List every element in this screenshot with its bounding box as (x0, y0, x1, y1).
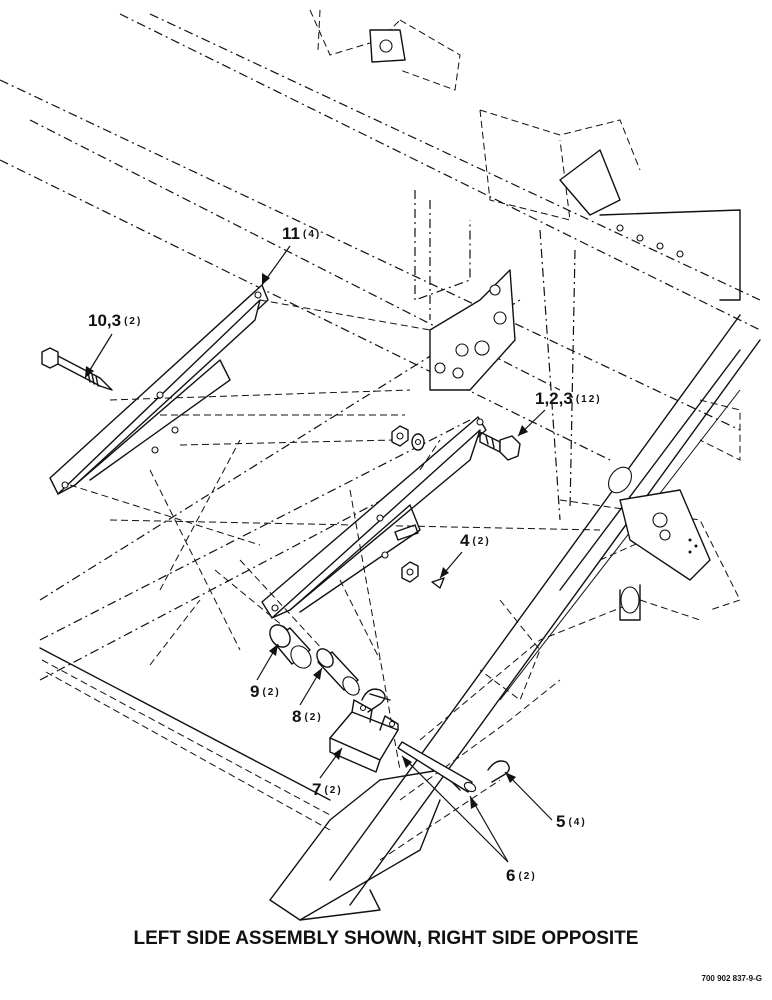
callout-5-qty: (4) (568, 817, 586, 828)
callout-6: 6 (2) (401, 755, 536, 885)
callout-8-qty: (2) (304, 712, 322, 723)
callout-10-3: 10,3 (2) (84, 311, 142, 379)
callout-11-qty: (4) (303, 229, 321, 240)
callout-5: 5 (4) (504, 771, 586, 831)
callout-4-qty: (2) (472, 536, 490, 547)
right-mount-plate (619, 489, 711, 581)
part-1-bolt (479, 431, 521, 461)
callout-7-label: 7 (312, 780, 321, 799)
callout-4-label: 4 (460, 531, 470, 550)
callout-1-2-3: 1,2,3 (12) (517, 389, 602, 437)
callout-6-label: 6 (506, 866, 515, 885)
part-10-long-bolt (41, 347, 113, 391)
callout-10-label: 10,3 (88, 311, 121, 330)
part-6-pin (397, 741, 477, 793)
part-7-u-bracket (329, 699, 399, 773)
main-side-beam (329, 314, 761, 906)
part-11-bracket-left (49, 284, 269, 495)
callout-4: 4 (2) (439, 531, 490, 579)
callout-11-label: 11 (282, 224, 300, 243)
drawing-number: 700 902 837-9-G (701, 974, 763, 983)
part-8-spacer (316, 648, 360, 696)
callout-6-qty: (2) (518, 871, 536, 882)
upper-bracket (369, 29, 741, 301)
callout-8-label: 8 (292, 707, 301, 726)
callout-1-qty: (12) (576, 394, 602, 405)
callout-11: 11 (4) (261, 224, 321, 286)
part-4-clip (431, 577, 445, 589)
callout-5-label: 5 (556, 812, 565, 831)
nuts-and-washers (391, 425, 425, 583)
callout-8: 8 (2) (292, 667, 323, 726)
part-11-bracket-right (261, 416, 487, 619)
callout-1-label: 1,2,3 (535, 389, 573, 408)
callout-9-qty: (2) (262, 687, 280, 698)
part-9-bushing (269, 624, 312, 669)
cotter-pin (361, 688, 510, 783)
callout-7: 7 (2) (312, 747, 343, 799)
callout-7-qty: (2) (324, 785, 342, 796)
callout-10-qty: (2) (124, 316, 142, 327)
callout-9: 9 (2) (250, 643, 280, 701)
diagram-caption: LEFT SIDE ASSEMBLY SHOWN, RIGHT SIDE OPP… (133, 928, 639, 949)
callout-9-label: 9 (250, 682, 259, 701)
upright-plate (429, 269, 516, 391)
